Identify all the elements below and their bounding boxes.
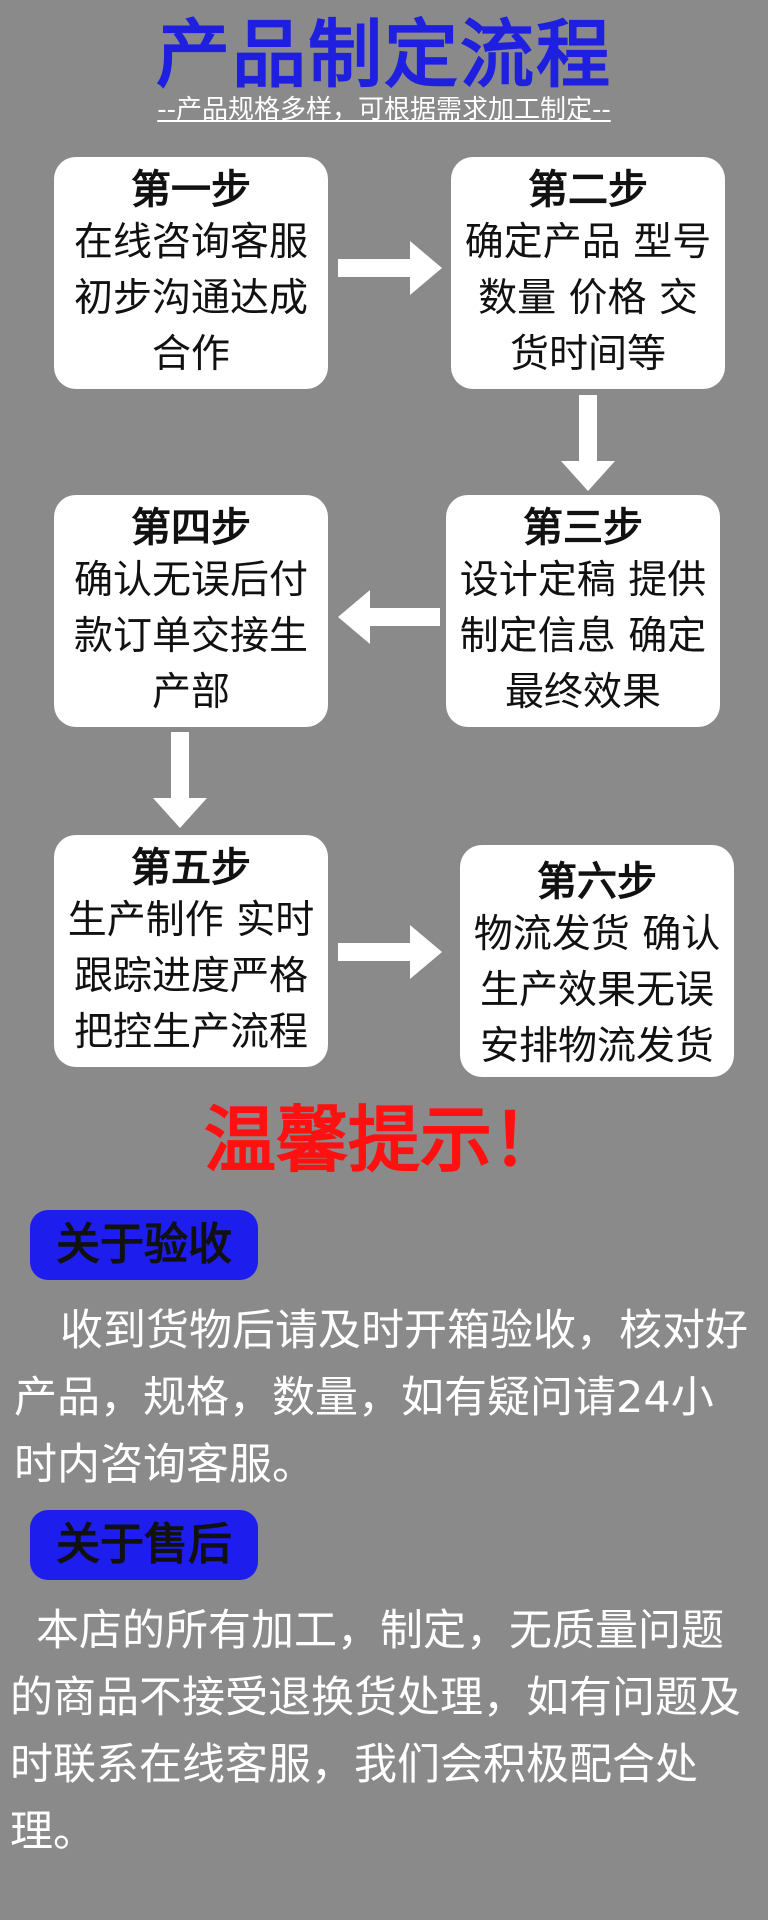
- step-card-2: 第二步 确定产品 型号数量 价格 交货时间等: [451, 157, 725, 389]
- section-badge-after-sales: 关于售后: [30, 1510, 258, 1580]
- step-card-3: 第三步 设计定稿 提供制定信息 确定最终效果: [446, 495, 720, 727]
- step-body: 确定产品 型号数量 价格 交货时间等: [464, 220, 712, 377]
- arrow-right-icon: [338, 241, 442, 295]
- page-title: 产品制定流程: [156, 12, 612, 98]
- arrow-down-icon: [153, 732, 207, 828]
- step-heading: 第四步: [131, 505, 251, 551]
- step-heading: 第六步: [537, 859, 657, 905]
- step-body: 确认无误后付款订单交接生产部: [73, 558, 308, 715]
- step-body: 生产制作 实时跟踪进度严格把控生产流程: [67, 898, 315, 1055]
- step-card-1: 第一步 在线咨询客服初步沟通达成合作: [54, 157, 328, 389]
- step-heading: 第二步: [528, 167, 648, 213]
- step-body: 物流发货 确认生产效果无误安排物流发货: [473, 912, 721, 1069]
- section-badge-acceptance: 关于验收: [30, 1210, 258, 1280]
- step-heading: 第一步: [131, 167, 251, 213]
- step-heading: 第五步: [131, 845, 251, 891]
- section-text-acceptance: 收到货物后请及时开箱验收，核对好产品，规格，数量，如有疑问请24小时内咨询客服。: [14, 1306, 748, 1490]
- tips-title: 温馨提示！: [203, 1098, 564, 1182]
- arrow-down-icon: [561, 395, 615, 491]
- arrow-left-icon: [338, 590, 440, 644]
- step-card-5: 第五步 生产制作 实时跟踪进度严格把控生产流程: [54, 835, 328, 1067]
- step-heading: 第三步: [523, 505, 643, 551]
- section-text-after-sales: 本店的所有加工，制定，无质量问题的商品不接受退换货处理，如有问题及时联系在线客服…: [10, 1606, 741, 1857]
- step-body: 设计定稿 提供制定信息 确定最终效果: [459, 558, 707, 715]
- step-card-6: 第六步 物流发货 确认生产效果无误安排物流发货: [460, 845, 734, 1077]
- arrow-right-icon: [338, 925, 442, 979]
- step-body: 在线咨询客服初步沟通达成合作: [73, 220, 308, 377]
- step-card-4: 第四步 确认无误后付款订单交接生产部: [54, 495, 328, 727]
- page-subtitle: --产品规格多样，可根据需求加工制定--: [157, 95, 611, 125]
